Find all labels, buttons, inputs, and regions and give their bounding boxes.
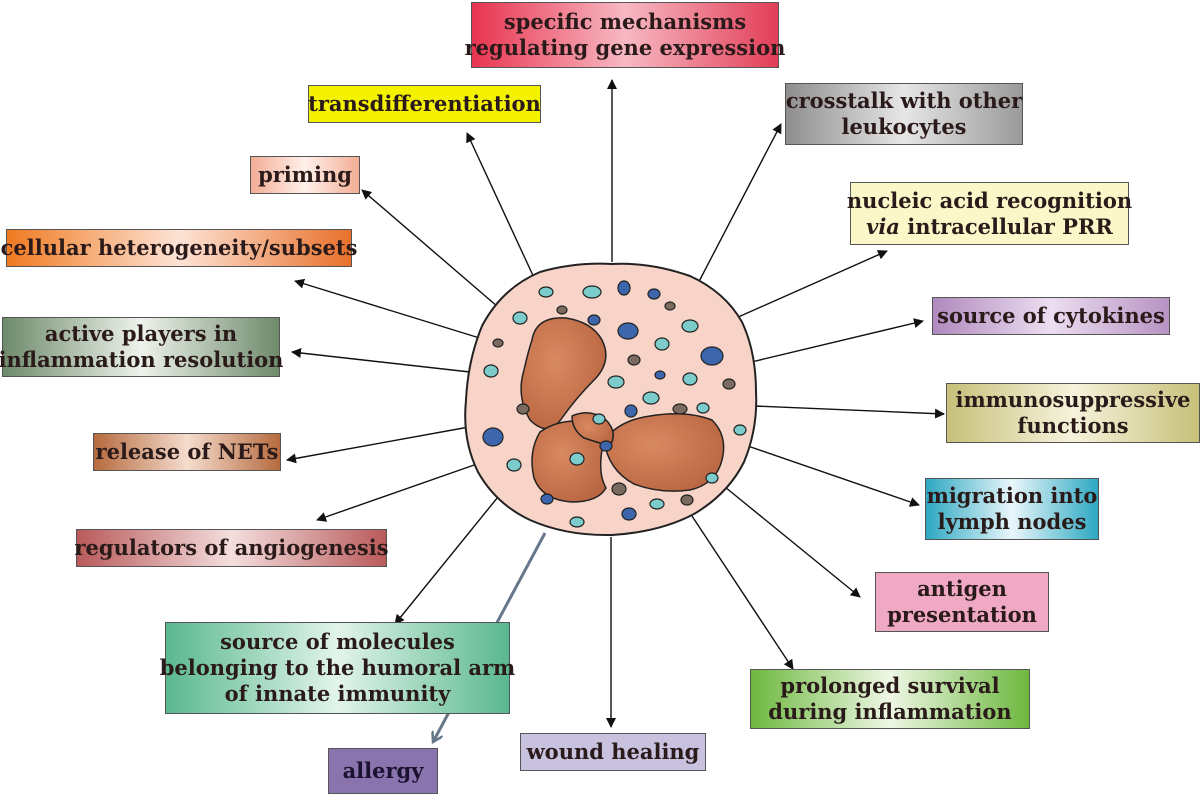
label-gene-expression-line2: regulating gene expression [464,35,786,60]
label-nucleic-acid-line1: nucleic acid recognition [846,187,1133,213]
label-survival: prolonged survival during inflammation [750,669,1030,729]
label-resolution: active players in inflammation resolutio… [0,317,284,377]
label-immunosuppressive-line2: functions [1017,413,1129,438]
arrow-priming [361,189,506,314]
label-allergy-text: allergy [342,758,424,783]
label-angiogenesis: regulators of angiogenesis [74,529,389,567]
arrow-migration [744,444,920,507]
label-gene-expression-line1: specific mechanisms [503,9,747,34]
arrow-heterogeneity [294,278,487,341]
label-nets-text: release of NETs [95,439,279,464]
label-cytokines: source of cytokines [932,297,1170,335]
granules [482,280,747,528]
label-antigen-line1: antigen [917,576,1007,601]
label-nucleic-acid-via: via [866,213,900,239]
label-migration: migration into lymph nodes [925,478,1099,540]
label-humoral: source of molecules belonging to the hum… [160,622,515,714]
label-nets: release of NETs [93,433,281,471]
label-wound-text: wound healing [526,739,700,764]
label-cytokines-text: source of cytokines [937,303,1165,328]
label-migration-line2: lymph nodes [937,509,1087,534]
arrow-humoral [394,491,503,625]
label-transdifferentiation: transdifferentiation [308,85,541,123]
label-priming-text: priming [258,162,352,187]
label-migration-line1: migration into [926,483,1098,508]
label-crosstalk-line1: crosstalk with other [785,88,1023,113]
arrows-group [286,79,945,728]
label-antigen-line2: presentation [887,602,1037,627]
label-priming: priming [250,156,360,194]
label-crosstalk-line2: leukocytes [841,114,967,139]
label-allergy: allergy [328,748,438,794]
arrow-angiogenesis [316,463,478,522]
arrow-immunosuppressive [753,405,945,419]
label-humoral-line1: source of molecules [220,629,455,654]
label-crosstalk: crosstalk with other leukocytes [785,83,1023,145]
label-resolution-line2: inflammation resolution [0,347,284,372]
label-heterogeneity-text: cellular heterogeneity/subsets [0,235,358,260]
label-angiogenesis-text: regulators of angiogenesis [74,535,389,560]
label-heterogeneity: cellular heterogeneity/subsets [1,229,357,267]
arrow-survival [689,512,794,670]
label-immunosuppressive-line1: immunosuppressive [955,387,1191,412]
arrow-resolution [291,348,471,373]
arrow-nucleic-acid [726,250,888,323]
label-antigen: antigen presentation [875,572,1049,632]
arrow-antigen [724,486,861,598]
label-gene-expression: specific mechanisms regulating gene expr… [465,2,785,68]
label-resolution-line1: active players in [44,321,238,346]
label-nucleic-acid: nucleic acid recognition via intracellul… [846,182,1133,245]
arrow-nets [286,426,470,464]
arrow-transdifferentiation [466,132,537,283]
arrow-crosstalk [692,123,782,294]
label-humoral-line2: belonging to the humoral arm [159,655,516,680]
label-survival-line2: during inflammation [768,699,1012,724]
nucleus [520,317,725,503]
label-nucleic-acid-rest: intracellular PRR [899,213,1113,239]
label-survival-line1: prolonged survival [780,673,1000,698]
label-transdifferentiation-text: transdifferentiation [308,91,541,116]
cell-body [464,262,758,537]
arrow-cytokines [742,318,924,365]
label-immunosuppressive: immunosuppressive functions [946,383,1200,443]
label-nucleic-acid-line2: via intracellular PRR [866,214,1113,240]
label-humoral-line3: of innate immunity [224,681,451,706]
label-wound: wound healing [520,733,706,771]
